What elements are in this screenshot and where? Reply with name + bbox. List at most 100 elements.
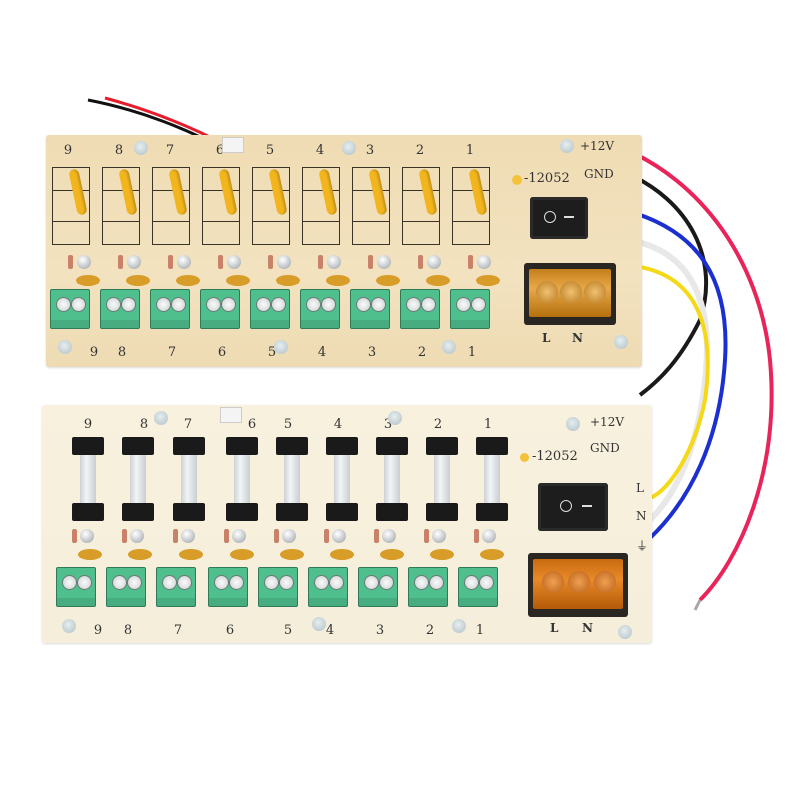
channel-number: 7 — [173, 623, 183, 638]
ac-input-terminal-block[interactable] — [528, 553, 628, 617]
fuse-footprint — [152, 167, 190, 245]
output-terminal[interactable] — [408, 567, 448, 607]
capacitor — [179, 549, 203, 560]
output-terminal[interactable] — [400, 289, 440, 329]
output-terminal[interactable] — [250, 289, 290, 329]
mounting-hole — [58, 340, 72, 354]
output-terminal[interactable] — [450, 289, 490, 329]
output-terminal[interactable] — [200, 289, 240, 329]
resistor — [418, 255, 423, 269]
capacitor — [76, 275, 100, 286]
led-icon — [382, 529, 396, 543]
resistor — [374, 529, 379, 543]
capacitor — [230, 549, 254, 560]
output-terminal[interactable] — [50, 289, 90, 329]
glass-fuse[interactable] — [72, 437, 104, 521]
channel-number: 7 — [183, 417, 193, 432]
mounting-hole — [134, 141, 148, 155]
output-terminal[interactable] — [106, 567, 146, 607]
output-terminal[interactable] — [208, 567, 248, 607]
capacitor — [426, 275, 450, 286]
mounting-hole — [614, 335, 628, 349]
mounting-hole — [62, 619, 76, 633]
glass-fuse[interactable] — [122, 437, 154, 521]
channel-number: 3 — [375, 623, 385, 638]
channel-number: 3 — [383, 417, 393, 432]
resistor — [474, 529, 479, 543]
output-terminal[interactable] — [258, 567, 298, 607]
led-icon — [130, 529, 144, 543]
power-rocker-switch[interactable] — [530, 197, 588, 239]
channel-number: 9 — [83, 417, 93, 432]
capacitor — [380, 549, 404, 560]
part-code: -12052 — [532, 449, 578, 464]
power-rocker-switch[interactable] — [538, 483, 608, 531]
label-gnd: GND — [584, 167, 614, 181]
output-terminal[interactable] — [358, 567, 398, 607]
mounting-hole — [560, 139, 574, 153]
channel-number: 8 — [114, 143, 124, 158]
resistor — [268, 255, 273, 269]
resistor — [118, 255, 123, 269]
mounting-hole — [342, 141, 356, 155]
glass-fuse[interactable] — [376, 437, 408, 521]
output-terminal[interactable] — [100, 289, 140, 329]
capacitor — [476, 275, 500, 286]
led-icon — [477, 255, 491, 269]
ac-input-terminal-block[interactable] — [524, 263, 616, 325]
glass-fuse[interactable] — [476, 437, 508, 521]
capacitor — [330, 549, 354, 560]
capacitor — [280, 549, 304, 560]
mounting-hole — [388, 411, 402, 425]
output-terminal[interactable] — [300, 289, 340, 329]
output-terminal[interactable] — [308, 567, 348, 607]
output-terminal[interactable] — [150, 289, 190, 329]
label-l: L — [636, 481, 644, 495]
label-n: N — [582, 621, 593, 635]
mounting-hole — [312, 617, 326, 631]
channel-number: 8 — [117, 345, 127, 360]
resistor — [468, 255, 473, 269]
channel-number: 5 — [265, 143, 275, 158]
led-icon — [127, 255, 141, 269]
part-code: -12052 — [524, 171, 570, 186]
led-icon — [77, 255, 91, 269]
capacitor — [276, 275, 300, 286]
glass-fuse[interactable] — [173, 437, 205, 521]
resistor — [368, 255, 373, 269]
channel-number: 1 — [467, 345, 477, 360]
channel-number: 2 — [433, 417, 443, 432]
mounting-hole — [618, 625, 632, 639]
glass-fuse[interactable] — [226, 437, 258, 521]
glass-fuse[interactable] — [326, 437, 358, 521]
fuse-footprint — [102, 167, 140, 245]
channel-number: 5 — [267, 345, 277, 360]
output-terminal[interactable] — [156, 567, 196, 607]
channel-number: 9 — [93, 623, 103, 638]
channel-number: 8 — [139, 417, 149, 432]
resistor — [168, 255, 173, 269]
output-terminal[interactable] — [458, 567, 498, 607]
channel-number: 7 — [165, 143, 175, 158]
power-led-icon — [520, 453, 529, 462]
capacitor — [480, 549, 504, 560]
output-terminal[interactable] — [350, 289, 390, 329]
fuse-footprint — [452, 167, 490, 245]
fuse-footprint — [202, 167, 240, 245]
label-n: N — [572, 331, 583, 345]
led-icon — [232, 529, 246, 543]
mounting-hole — [274, 340, 288, 354]
led-icon — [482, 529, 496, 543]
led-icon — [181, 529, 195, 543]
channel-number: 1 — [465, 143, 475, 158]
channel-number: 5 — [283, 417, 293, 432]
label-l: L — [542, 331, 551, 345]
glass-fuse[interactable] — [276, 437, 308, 521]
channel-number: 7 — [167, 345, 177, 360]
led-icon — [327, 255, 341, 269]
glass-fuse[interactable] — [426, 437, 458, 521]
output-terminal[interactable] — [56, 567, 96, 607]
led-icon — [377, 255, 391, 269]
label-gnd: GND — [590, 441, 620, 455]
